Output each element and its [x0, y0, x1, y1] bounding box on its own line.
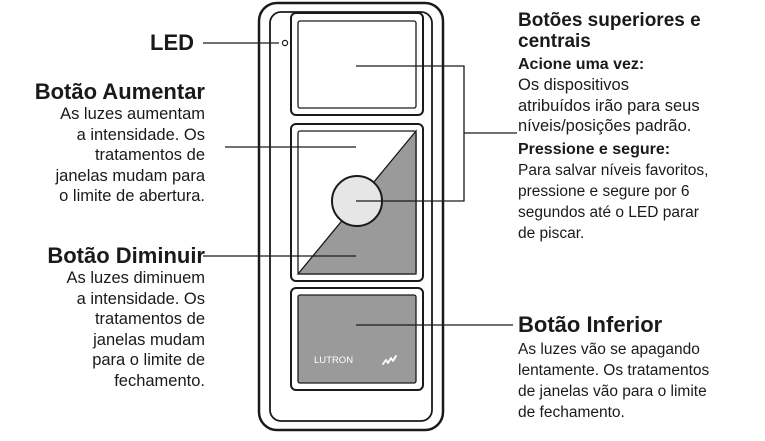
bottom-callout: Botão Inferior As luzes vão se apagando … [518, 313, 709, 423]
middle-button-group [290, 123, 424, 282]
lower-description: As luzes diminuem a intensidade. Os trat… [66, 269, 205, 390]
lower-callout: Botão Diminuir As luzes diminuem a inten… [47, 244, 205, 391]
press-hold-title: Pressione e segure: [518, 140, 671, 158]
bottom-description: As luzes vão se apagando lentamente. Os … [518, 341, 710, 421]
top-center-callout: Botões superiores e centrais Acione uma … [518, 10, 708, 244]
press-once-title: Acione uma vez: [518, 56, 645, 73]
top-button[interactable] [290, 12, 424, 116]
led-indicator [281, 39, 289, 47]
led-label: LED [150, 30, 194, 55]
press-once-description: Os dispositivos atribuídos irão para seu… [518, 76, 700, 135]
raise-description: As luzes aumentam a intensidade. Os trat… [55, 105, 206, 205]
top-center-title: Botões superiores e centrais [518, 10, 701, 52]
bottom-title: Botão Inferior [518, 312, 663, 337]
raise-title: Botão Aumentar [34, 79, 205, 104]
brand-label: LUTRON [314, 355, 353, 366]
lower-title: Botão Diminuir [47, 243, 205, 268]
raise-callout: Botão Aumentar As luzes aumentam a inten… [35, 80, 205, 207]
wave-logo-icon [382, 355, 397, 365]
press-hold-description: Para salvar níveis favoritos, pressione … [518, 161, 709, 242]
bottom-button[interactable]: LUTRON [290, 287, 424, 391]
